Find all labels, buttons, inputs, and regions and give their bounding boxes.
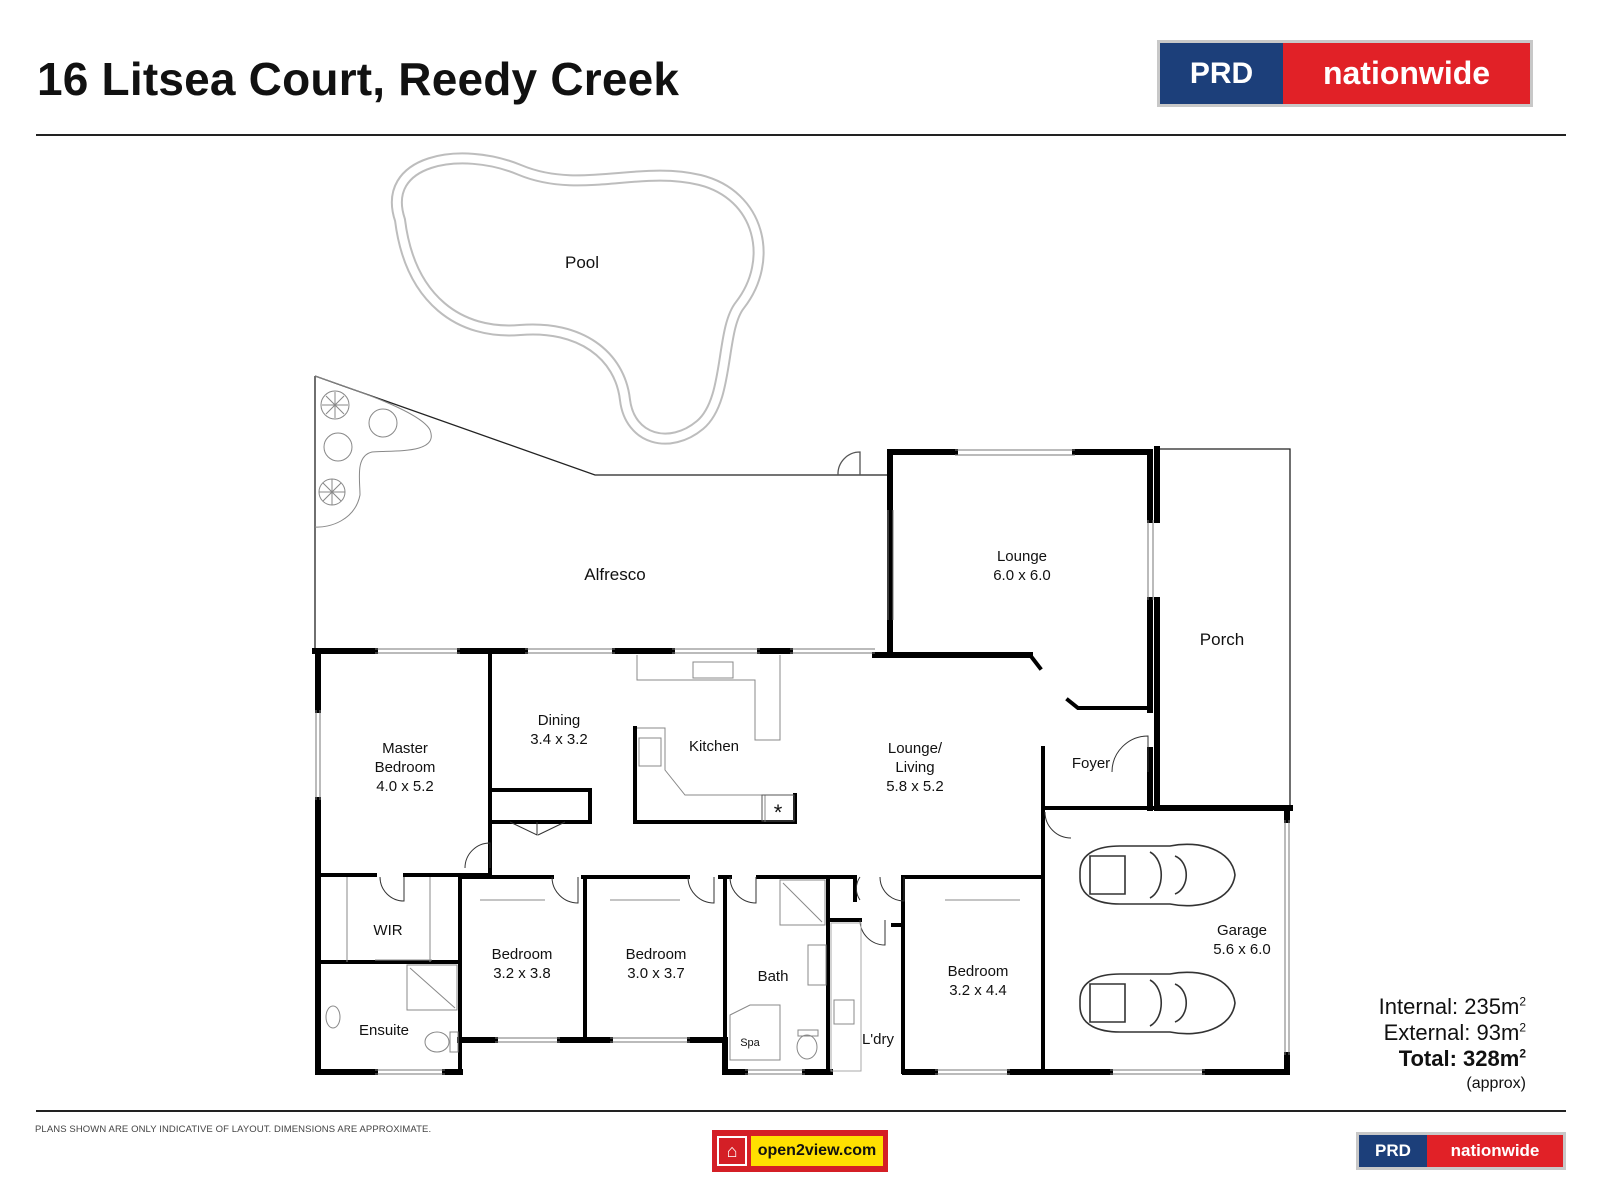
wir-label: WIR — [373, 922, 402, 939]
footer-logo-nationwide-text: nationwide — [1427, 1135, 1563, 1167]
open2view-text: open2view.com — [751, 1136, 883, 1166]
garage-dims: 5.6 x 6.0 — [1213, 941, 1271, 958]
foyer-label: Foyer — [1072, 755, 1110, 772]
bed4-dims: 3.2 x 4.4 — [949, 982, 1007, 999]
windows — [315, 449, 1290, 1075]
kitchen-label: Kitchen — [689, 738, 739, 755]
car-top — [1079, 843, 1236, 907]
living-line2: Living — [895, 759, 934, 776]
dining-name: Dining — [538, 712, 581, 729]
header-divider — [36, 134, 1566, 136]
bed4-name: Bedroom — [948, 963, 1009, 980]
interior-walls — [316, 652, 1159, 1074]
bed2-name: Bedroom — [492, 946, 553, 963]
open2view-logo: ⌂ open2view.com — [712, 1130, 888, 1172]
bed2-dims: 3.2 x 3.8 — [493, 965, 551, 982]
bed3-dims: 3.0 x 3.7 — [627, 965, 685, 982]
living-line1: Lounge/ — [888, 740, 943, 757]
house-icon: ⌂ — [717, 1136, 747, 1166]
pool-label: Pool — [565, 253, 599, 272]
page-title: 16 Litsea Court, Reedy Creek — [37, 53, 680, 105]
garden-plants — [314, 375, 432, 528]
porch-label: Porch — [1200, 630, 1244, 649]
svg-text:*: * — [774, 800, 783, 825]
master-line1: Master — [382, 740, 428, 757]
footer-divider — [36, 1110, 1566, 1112]
pool-outline — [391, 152, 765, 445]
total-area-text: Total: 328m — [1398, 1046, 1520, 1071]
bath-label: Bath — [758, 968, 789, 985]
porch-outline — [1157, 448, 1291, 805]
alfresco-label: Alfresco — [584, 565, 645, 584]
dining-dims: 3.4 x 3.2 — [530, 731, 588, 748]
prd-logo-footer: PRD nationwide — [1356, 1132, 1566, 1170]
lounge-dims: 6.0 x 6.0 — [993, 567, 1051, 584]
disclaimer-text: PLANS SHOWN ARE ONLY INDICATIVE OF LAYOU… — [35, 1124, 432, 1135]
alfresco-outline — [314, 375, 887, 650]
bed3-name: Bedroom — [626, 946, 687, 963]
external-unit-sup: 2 — [1519, 1020, 1526, 1035]
garage-name: Garage — [1217, 922, 1267, 939]
total-unit-sup: 2 — [1519, 1046, 1526, 1061]
kitchen-fixtures: * — [325, 655, 1020, 1072]
spa-label: Spa — [740, 1037, 760, 1049]
internal-unit-sup: 2 — [1519, 994, 1526, 1009]
internal-area-text: Internal: 235m — [1378, 994, 1520, 1019]
external-area: External: 93m2 — [1384, 1020, 1526, 1046]
laundry-label: L'dry — [862, 1031, 895, 1048]
logo-nationwide-text: nationwide — [1283, 43, 1530, 104]
footer-logo-prd-text: PRD — [1359, 1135, 1427, 1167]
external-area-text: External: 93m — [1383, 1020, 1520, 1045]
car-bottom — [1079, 971, 1236, 1035]
door-swings — [379, 735, 1149, 946]
ensuite-label: Ensuite — [359, 1022, 409, 1039]
approx-note: (approx) — [1466, 1075, 1526, 1092]
living-dims: 5.8 x 5.2 — [886, 778, 944, 795]
garage-cars — [1079, 843, 1236, 1035]
prd-logo-header: PRD nationwide — [1157, 40, 1533, 107]
master-line2: Bedroom — [375, 759, 436, 776]
total-area: Total: 328m2 — [1399, 1046, 1526, 1072]
lounge-name: Lounge — [997, 548, 1047, 565]
logo-prd-text: PRD — [1160, 43, 1283, 104]
internal-area: Internal: 235m2 — [1379, 994, 1526, 1020]
master-dims: 4.0 x 5.2 — [376, 778, 434, 795]
